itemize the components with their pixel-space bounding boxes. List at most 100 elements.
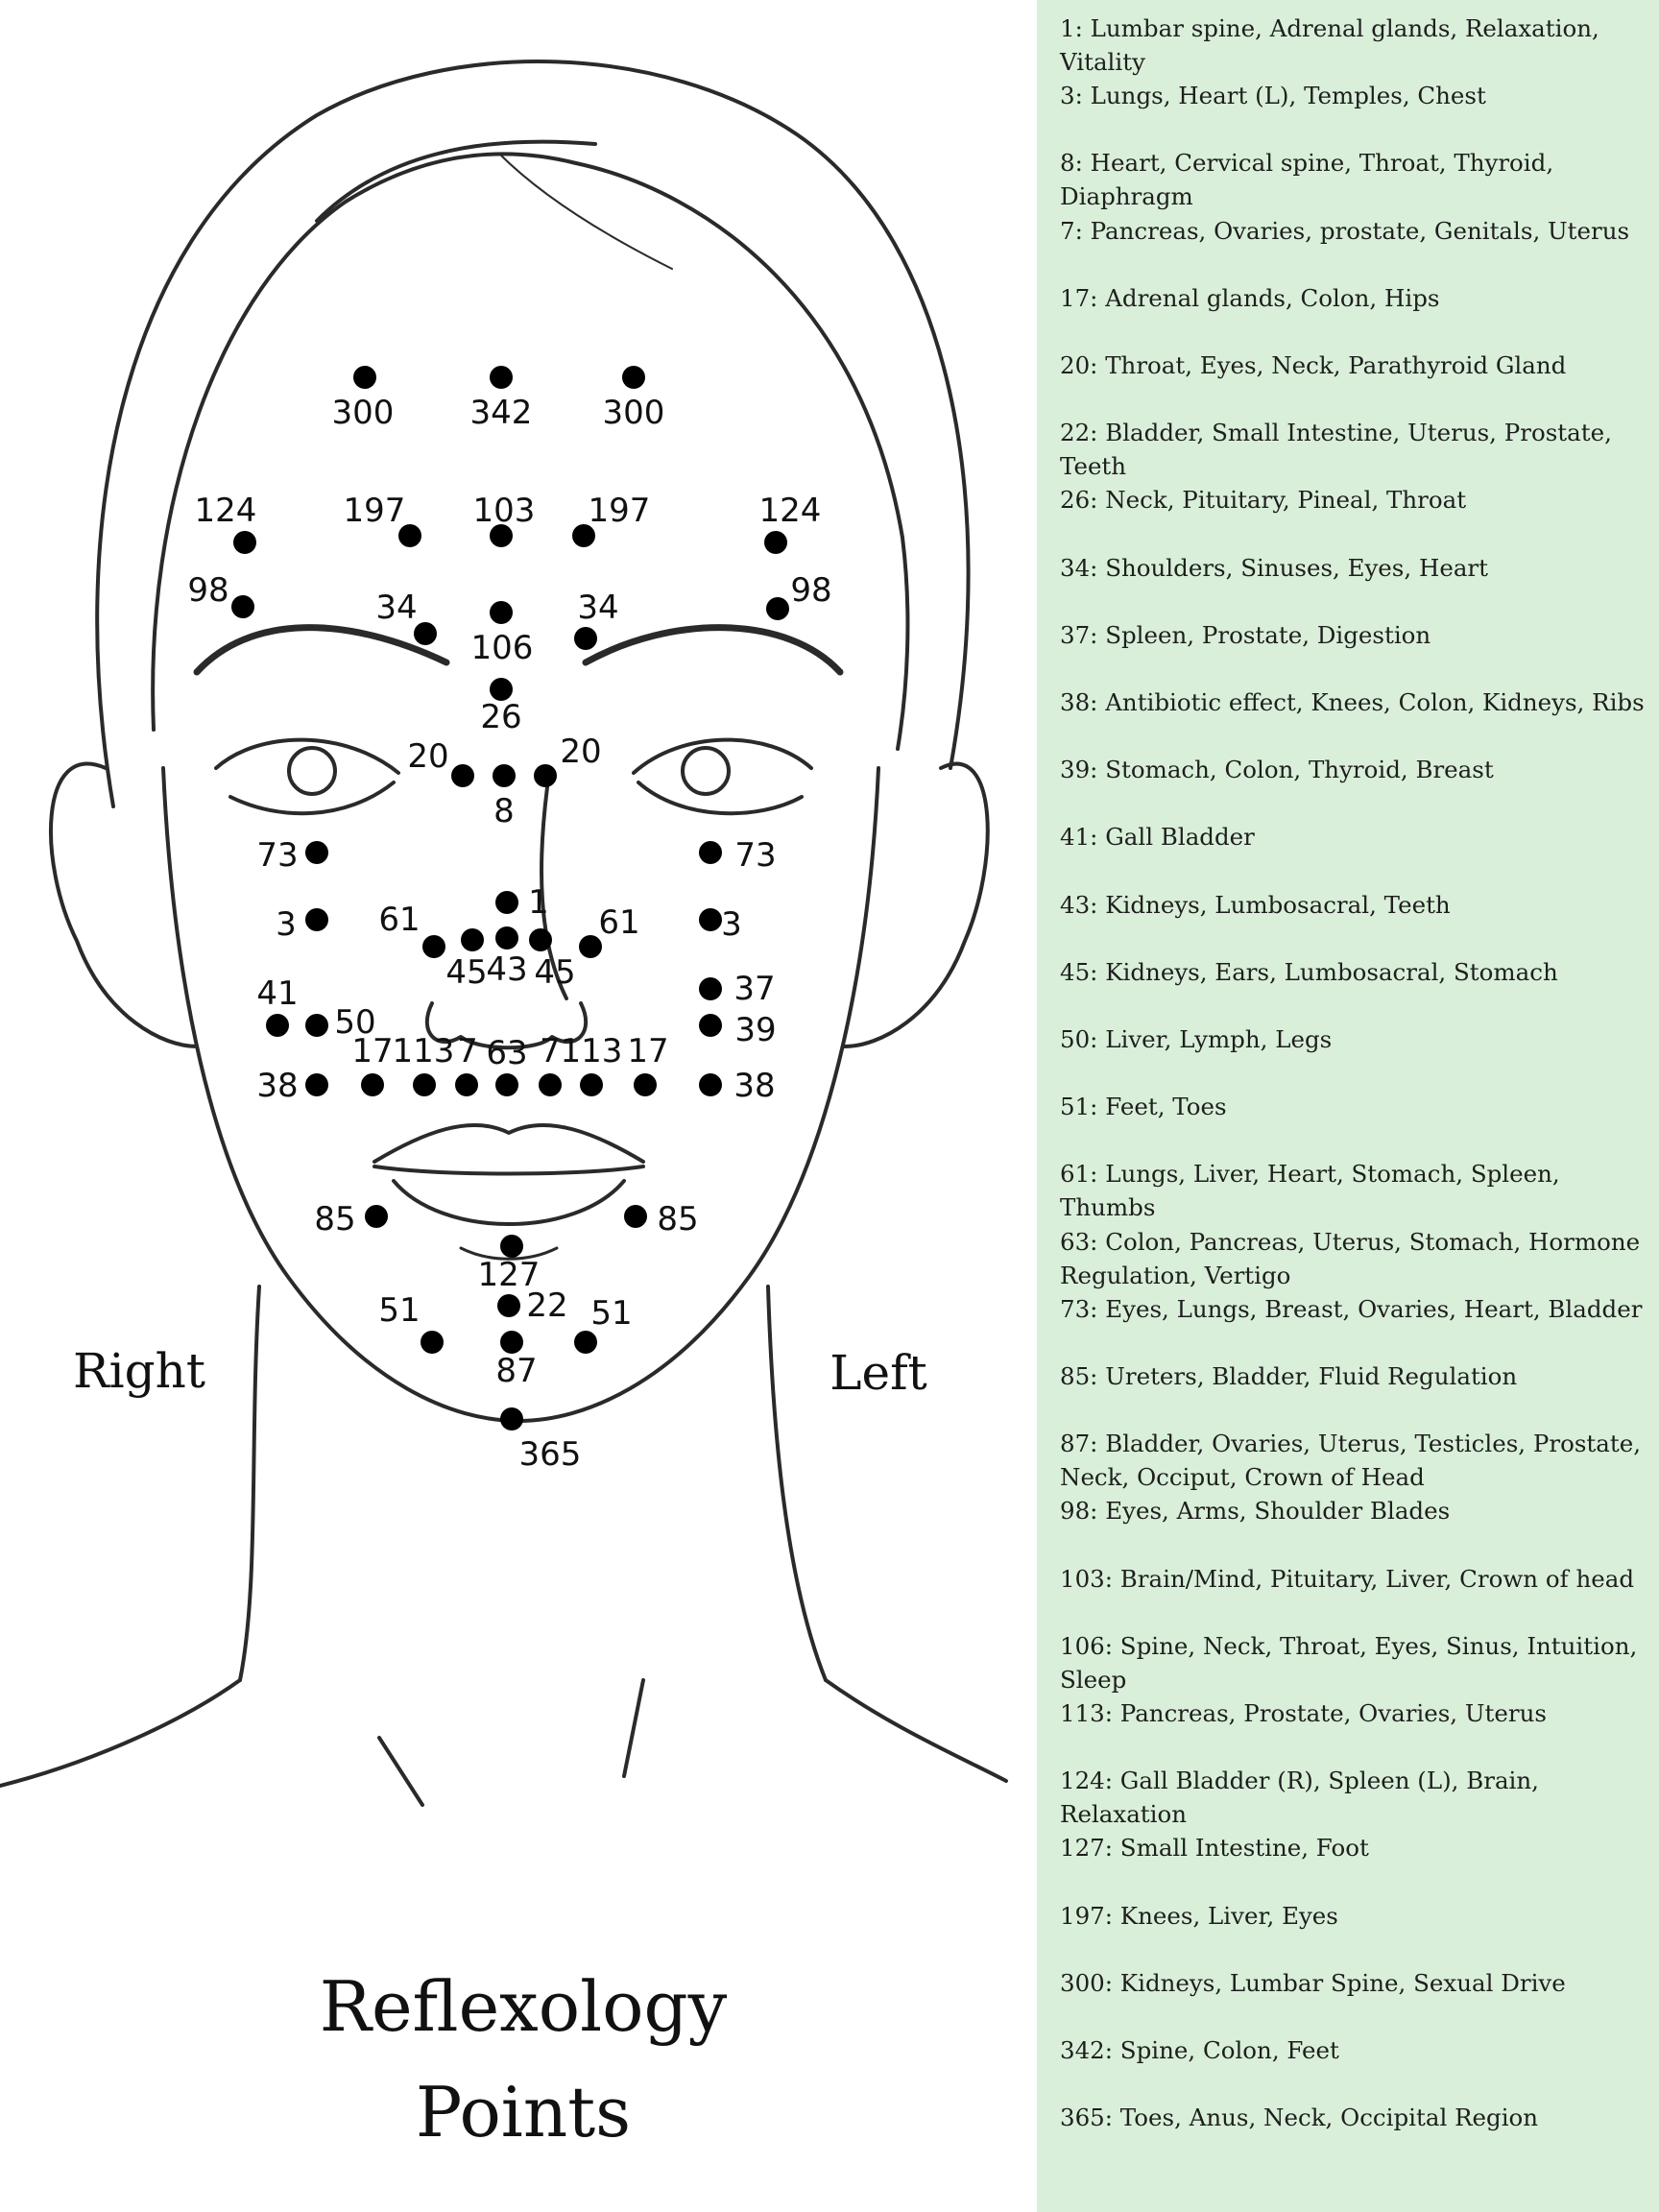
point-label-37: 37 <box>733 970 776 1008</box>
reflex-point-50 <box>305 1014 328 1037</box>
legend-item: 8: Heart, Cervical spine, Throat, Thyroi… <box>1060 149 1554 211</box>
point-label-63: 63 <box>486 1034 528 1072</box>
reflex-point-197 <box>572 524 595 547</box>
iris-left <box>681 746 731 796</box>
legend-item: 43: Kidneys, Lumbosacral, Teeth <box>1060 890 1451 919</box>
reflex-point-73 <box>305 841 328 864</box>
point-label-365: 365 <box>518 1435 582 1474</box>
face-line-art <box>0 60 1008 1807</box>
reflex-point-113 <box>580 1073 603 1096</box>
reflex-point-43 <box>495 926 518 950</box>
point-label-39: 39 <box>734 1011 777 1049</box>
legend-item: 50: Liver, Lymph, Legs <box>1060 1025 1333 1053</box>
reflex-dots <box>231 366 789 1431</box>
legend-item: 38: Antibiotic effect, Knees, Colon, Kid… <box>1060 688 1645 716</box>
point-label-45: 45 <box>445 953 488 992</box>
legend-panel: 1: Lumbar spine, Adrenal glands, Relaxat… <box>1037 0 1659 2212</box>
reflex-point-7 <box>539 1073 562 1096</box>
reflex-point-63 <box>495 1073 518 1096</box>
hair-outline <box>95 60 971 808</box>
reflex-point-26 <box>490 678 513 701</box>
point-label-41: 41 <box>256 974 299 1013</box>
hair-inner-left <box>151 152 578 732</box>
reflex-point-73 <box>699 841 722 864</box>
nose-base <box>424 1001 589 1050</box>
left-side-label: Left <box>830 1345 927 1401</box>
point-label-85: 85 <box>657 1200 699 1238</box>
reflex-point-34 <box>574 627 597 650</box>
legend-item: 73: Eyes, Lungs, Breast, Ovaries, Heart,… <box>1060 1294 1643 1323</box>
shoulder-left <box>824 1678 1008 1783</box>
chart-title: Reflexology Points <box>320 1954 728 2165</box>
brow-right <box>193 624 450 676</box>
reflex-point-20 <box>534 764 557 787</box>
reflex-point-3 <box>699 908 722 931</box>
point-label-106: 106 <box>470 629 534 667</box>
legend-item: 124: Gall Bladder (R), Spleen (L), Brain… <box>1060 1767 1539 1829</box>
reflex-point-20 <box>451 764 474 787</box>
reflex-point-45 <box>529 928 552 951</box>
point-label-17: 17 <box>351 1032 394 1070</box>
right-side-label: Right <box>73 1343 205 1399</box>
title-line-1: Reflexology <box>319 1966 728 2047</box>
legend-item: 1: Lumbar spine, Adrenal glands, Relaxat… <box>1060 14 1599 76</box>
point-label-197: 197 <box>588 492 651 530</box>
legend-item: 197: Knees, Liver, Eyes <box>1060 1901 1338 1930</box>
ear-right <box>49 761 199 1048</box>
legend-item: 39: Stomach, Colon, Thyroid, Breast <box>1060 756 1494 784</box>
point-label-7: 7 <box>540 1032 561 1070</box>
legend-item: 34: Shoulders, Sinuses, Eyes, Heart <box>1060 553 1488 582</box>
reflex-point-300 <box>353 366 376 389</box>
point-label-38: 38 <box>256 1067 299 1105</box>
legend-item: 20: Throat, Eyes, Neck, Parathyroid Glan… <box>1060 351 1567 379</box>
reflex-point-98 <box>231 595 254 618</box>
legend-item: 300: Kidneys, Lumbar Spine, Sexual Drive <box>1060 1968 1566 1997</box>
point-label-1: 1 <box>528 883 549 922</box>
ear-left <box>843 761 990 1048</box>
legend-item: 26: Neck, Pituitary, Pineal, Throat <box>1060 486 1467 515</box>
reflex-point-365 <box>500 1407 523 1431</box>
reflex-point-51 <box>421 1331 444 1354</box>
reflex-point-106 <box>490 601 513 624</box>
chin-line <box>459 1246 559 1261</box>
lip-lower <box>392 1179 626 1226</box>
legend-item: 45: Kidneys, Ears, Lumbosacral, Stomach <box>1060 957 1558 986</box>
title-line-2: Points <box>415 2072 632 2152</box>
reflex-point-51 <box>574 1331 597 1354</box>
reflex-point-8 <box>493 764 516 787</box>
nose-bridge <box>540 785 568 1000</box>
reflex-point-37 <box>699 977 722 1000</box>
point-label-124: 124 <box>194 492 257 530</box>
legend-item: 127: Small Intestine, Foot <box>1060 1834 1369 1863</box>
reflex-point-197 <box>398 524 421 547</box>
point-label-3: 3 <box>721 905 742 944</box>
reflex-point-38 <box>305 1073 328 1096</box>
reflex-point-85 <box>624 1205 647 1228</box>
point-label-113: 113 <box>392 1032 455 1070</box>
reflex-point-103 <box>490 524 513 547</box>
eye-left-lower <box>637 781 804 816</box>
point-label-85: 85 <box>314 1200 356 1238</box>
point-label-51: 51 <box>378 1291 421 1330</box>
reflex-point-7 <box>455 1073 478 1096</box>
reflex-point-1 <box>495 891 518 914</box>
legend-item: 113: Pancreas, Prostate, Ovaries, Uterus <box>1060 1699 1547 1727</box>
point-label-124: 124 <box>758 492 822 530</box>
point-label-98: 98 <box>187 571 229 610</box>
neck-left <box>766 1285 828 1682</box>
reflex-point-39 <box>699 1014 722 1037</box>
point-label-87: 87 <box>495 1352 538 1390</box>
point-label-73: 73 <box>256 836 299 875</box>
collarbone-left <box>622 1678 645 1778</box>
point-label-73: 73 <box>734 836 777 875</box>
shoulder-right <box>0 1678 242 1788</box>
point-label-7: 7 <box>457 1032 478 1070</box>
reflex-point-127 <box>500 1235 523 1258</box>
point-label-26: 26 <box>480 698 522 736</box>
reflex-point-17 <box>634 1073 657 1096</box>
reflex-point-41 <box>266 1014 289 1037</box>
neck-right <box>238 1285 261 1682</box>
point-label-300: 300 <box>331 394 395 432</box>
reflex-point-342 <box>490 366 513 389</box>
